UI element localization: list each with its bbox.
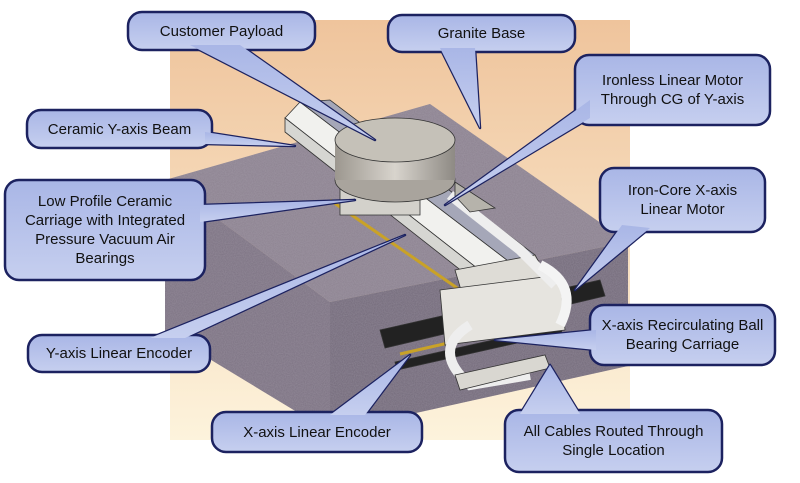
- callout-ceramic-carriage: Low Profile Ceramic Carriage with Integr…: [24, 193, 186, 267]
- callout-pointer-join: [575, 225, 650, 290]
- callout-pointer-join: [520, 365, 580, 414]
- callout-x-axis-ball-bearing-carriage: X-axis Recirculating Ball Bearing Carria…: [601, 317, 764, 353]
- callout-box: [210, 410, 424, 454]
- callout-pointer-join: [200, 200, 355, 222]
- callout-pointer-join: [440, 48, 480, 128]
- xy-stage: [284, 99, 606, 391]
- callout-pointer-join: [190, 45, 375, 140]
- callout-pointer-join: [205, 132, 295, 146]
- callout-ceramic-y-axis-beam: Ceramic Y-axis Beam: [47, 120, 192, 138]
- callout-cables-single-location: All Cables Routed Through Single Locatio…: [523, 423, 704, 459]
- callout-iron-core-x-axis-motor: Iron-Core X-axis Linear Motor: [627, 182, 738, 218]
- callout-pointer-join: [445, 100, 590, 205]
- callout-pointer-join: [495, 330, 596, 350]
- callout-pointer-join: [330, 355, 410, 415]
- callout-customer-payload: Customer Payload: [159, 22, 284, 40]
- callout-pointer-join: [150, 235, 405, 338]
- callout-box: [25, 108, 214, 150]
- callout-box: [573, 53, 772, 127]
- callout-x-axis-linear-encoder: X-axis Linear Encoder: [243, 423, 391, 441]
- callout-shapes: [3, 10, 777, 474]
- callout-box: [26, 333, 212, 374]
- callout-granite-base: Granite Base: [437, 25, 526, 42]
- callout-box: [598, 166, 767, 234]
- callout-box: [503, 408, 724, 474]
- callout-box: [3, 178, 207, 282]
- callout-box: [386, 13, 577, 54]
- callout-y-axis-linear-encoder: Y-axis Linear Encoder: [45, 345, 193, 362]
- callout-ironless-linear-motor: Ironless Linear Motor Through CG of Y-ax…: [600, 72, 745, 108]
